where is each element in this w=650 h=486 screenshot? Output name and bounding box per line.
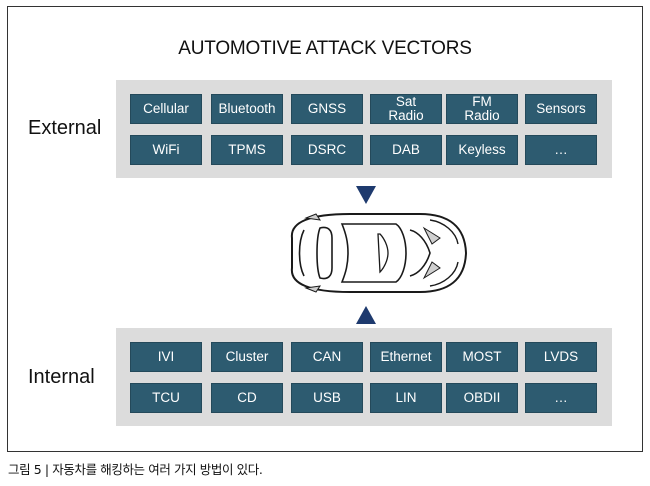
external-cell-wifi: WiFi: [130, 135, 202, 165]
internal-cell-usb: USB: [291, 383, 363, 413]
internal-cell-obdii: OBDII: [446, 383, 518, 413]
external-cell-more: …: [525, 135, 597, 165]
internal-cell-most: MOST: [446, 342, 518, 372]
external-cell-tpms: TPMS: [211, 135, 283, 165]
internal-cell-lin: LIN: [370, 383, 442, 413]
internal-cell-cluster: Cluster: [211, 342, 283, 372]
internal-cell-ethernet: Ethernet: [370, 342, 442, 372]
external-cell-bluetooth: Bluetooth: [211, 94, 283, 124]
figure-caption: 그림 5 | 자동차를 해킹하는 여러 가지 방법이 있다.: [8, 462, 263, 477]
external-cell-keyless: Keyless: [446, 135, 518, 165]
external-cell-gnss: GNSS: [291, 94, 363, 124]
external-cell-fm-radio: FM Radio: [446, 94, 518, 124]
external-cell-dsrc: DSRC: [291, 135, 363, 165]
car-icon: [290, 213, 468, 293]
external-label: External: [28, 117, 102, 139]
internal-cell-more: …: [525, 383, 597, 413]
internal-cell-cd: CD: [211, 383, 283, 413]
external-panel: Cellular Bluetooth GNSS Sat Radio FM Rad…: [116, 80, 612, 178]
internal-cell-can: CAN: [291, 342, 363, 372]
internal-cell-tcu: TCU: [130, 383, 202, 413]
up-arrow-icon: [356, 306, 376, 324]
external-cell-sensors: Sensors: [525, 94, 597, 124]
internal-label: Internal: [28, 366, 95, 388]
internal-cell-ivi: IVI: [130, 342, 202, 372]
external-cell-sat-radio: Sat Radio: [370, 94, 442, 124]
down-arrow-icon: [356, 186, 376, 204]
diagram-title: AUTOMOTIVE ATTACK VECTORS: [178, 38, 472, 59]
internal-panel: IVI Cluster CAN Ethernet MOST LVDS TCU C…: [116, 328, 612, 426]
external-cell-dab: DAB: [370, 135, 442, 165]
external-cell-cellular: Cellular: [130, 94, 202, 124]
internal-cell-lvds: LVDS: [525, 342, 597, 372]
